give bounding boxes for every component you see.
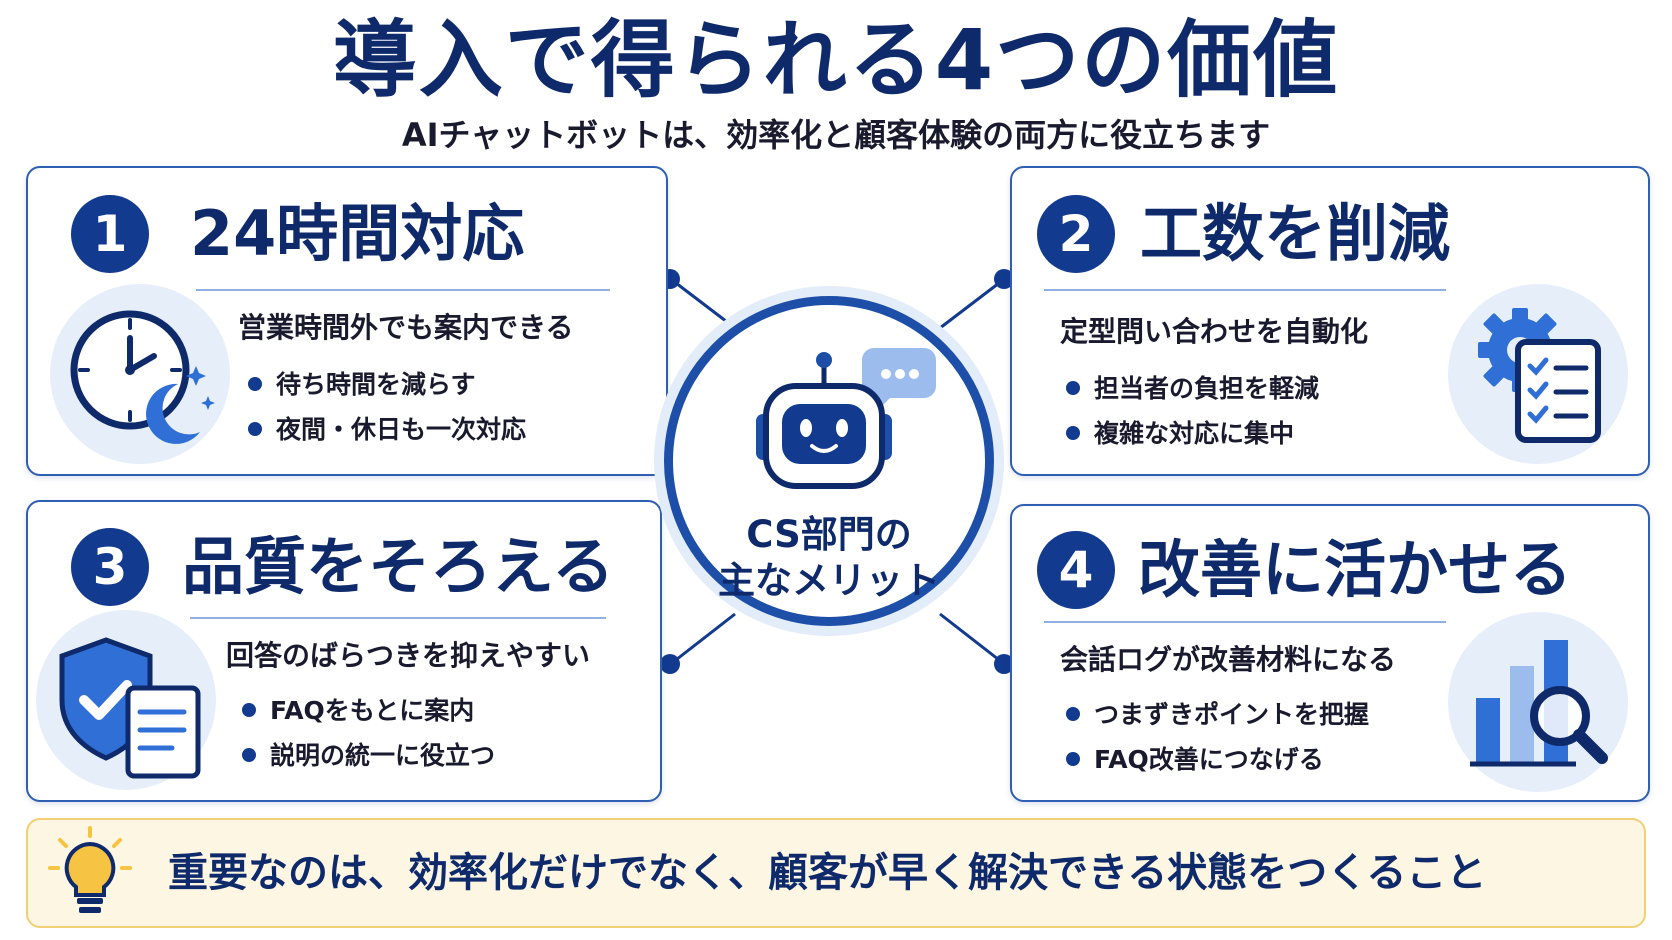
list-item: 複雑な対応に集中 [1060, 411, 1319, 456]
card-divider-4 [1044, 621, 1446, 623]
bullet-icon [1066, 381, 1080, 395]
card-list-1: 待ち時間を減らす 夜間・休日も一次対応 [242, 362, 526, 452]
card-lead-3: 回答のばらつきを抑えやすい [226, 639, 591, 672]
card-number-4: 4 [1037, 531, 1115, 609]
card-divider-2 [1044, 289, 1446, 291]
key-message-text: 重要なのは、効率化だけでなく、顧客が早く解決できる状態をつくること [168, 850, 1487, 896]
list-item: つまずきポイントを把握 [1060, 692, 1369, 737]
bullet-icon [248, 422, 262, 436]
card-list-4: つまずきポイントを把握 FAQ改善につなげる [1060, 692, 1369, 782]
bullet-icon [248, 377, 262, 391]
list-item: FAQをもとに案内 [236, 688, 495, 733]
card-number-1: 1 [71, 195, 149, 273]
card-list-3: FAQをもとに案内 説明の統一に役立つ [236, 688, 495, 778]
key-message-banner [26, 818, 1646, 928]
card-lead-2: 定型問い合わせを自動化 [1060, 315, 1369, 348]
card-title-1: 24時間対応 [190, 197, 525, 270]
card-lead-4: 会話ログが改善材料になる [1060, 643, 1397, 676]
center-label: CS部門の 主なメリット [664, 512, 994, 604]
card-divider-3 [190, 617, 606, 619]
list-item: 夜間・休日も一次対応 [242, 407, 526, 452]
chat-bubble-icon [862, 348, 936, 412]
page-title: 導入で得られる4つの価値 [332, 11, 1340, 109]
card-lead-1: 営業時間外でも案内できる [238, 311, 574, 344]
bullet-icon [1066, 752, 1080, 766]
center-label-line2: 主なメリット [718, 559, 940, 602]
bullet-icon [1066, 707, 1080, 721]
card-number-3: 3 [71, 528, 149, 606]
gear-checklist-icon [1448, 284, 1628, 464]
list-item: 担当者の負担を軽減 [1060, 366, 1319, 411]
list-item: 説明の統一に役立つ [236, 733, 495, 778]
shield-document-icon [36, 610, 216, 790]
chart-magnifier-icon [1448, 612, 1628, 792]
card-number-2: 2 [1037, 195, 1115, 273]
bullet-icon [1066, 426, 1080, 440]
list-item: 待ち時間を減らす [242, 362, 526, 407]
bullet-icon [242, 748, 256, 762]
lightbulb-icon [48, 826, 132, 913]
card-title-2: 工数を削減 [1140, 197, 1451, 270]
card-divider-1 [196, 289, 610, 291]
card-title-3: 品質をそろえる [182, 530, 615, 603]
clock-moon-icon [50, 284, 230, 464]
card-title-4: 改善に活かせる [1138, 533, 1573, 606]
robot-icon [756, 348, 936, 489]
bullet-icon [242, 703, 256, 717]
center-label-line1: CS部門の [746, 513, 912, 556]
page-subtitle: AIチャットボットは、効率化と顧客体験の両方に役立ちます [401, 116, 1271, 154]
list-item: FAQ改善につなげる [1060, 737, 1369, 782]
card-list-2: 担当者の負担を軽減 複雑な対応に集中 [1060, 366, 1319, 456]
